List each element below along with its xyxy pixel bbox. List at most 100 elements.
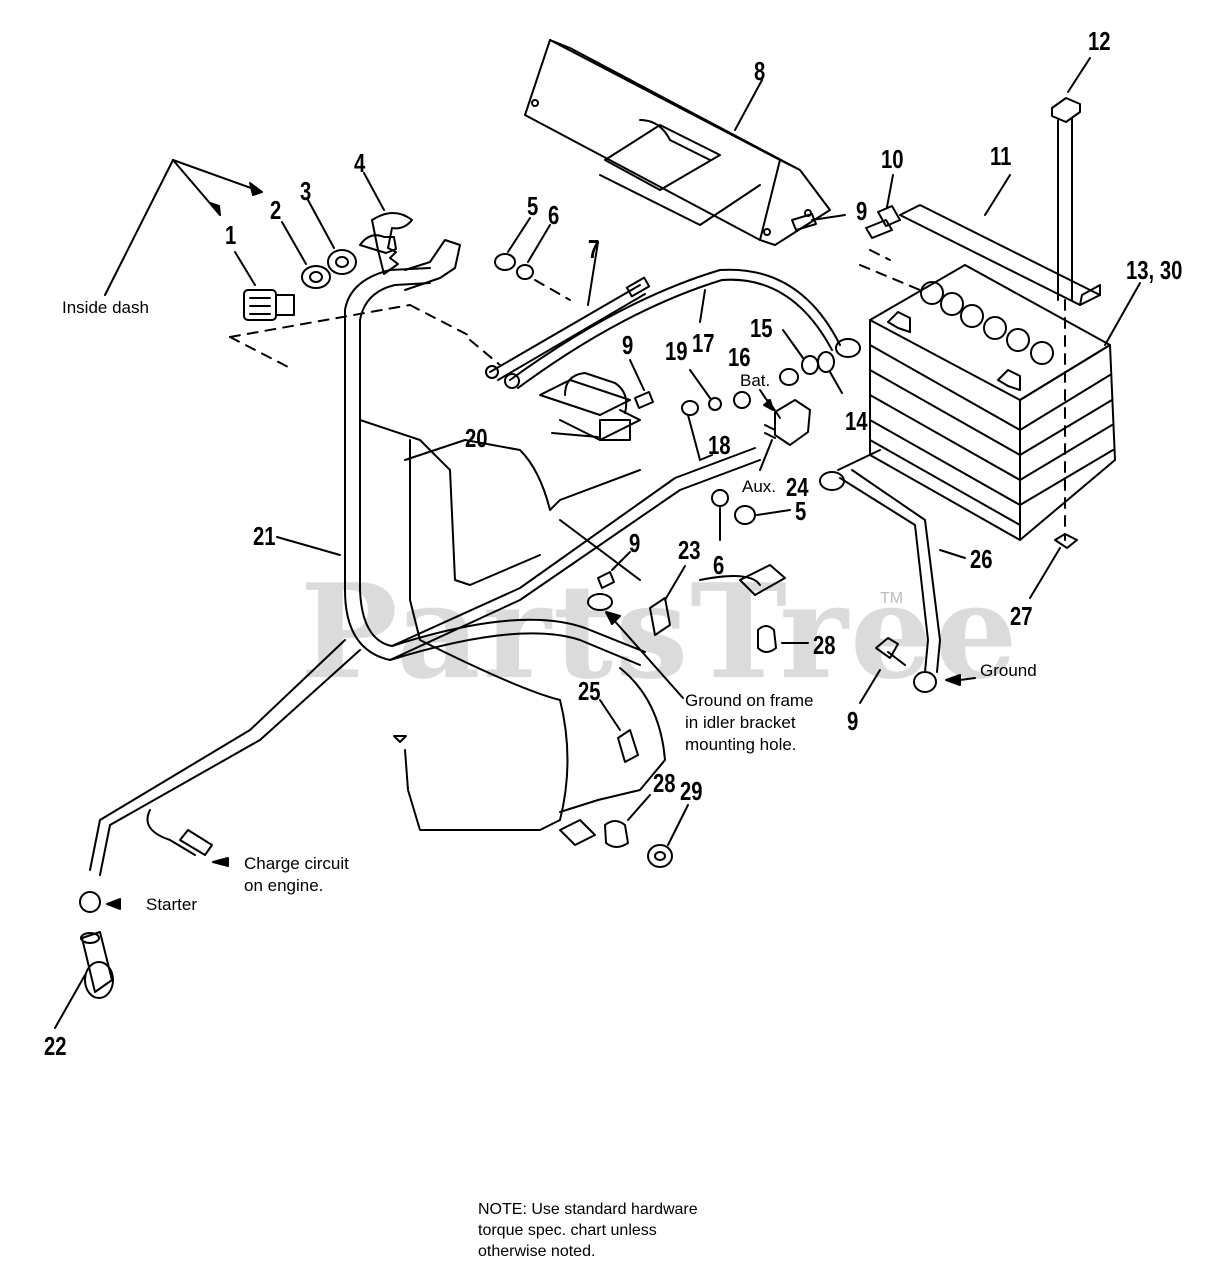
bracket-alignment-lines [859,249,921,291]
inside-dash-leaders [104,159,263,296]
callout-2: 2 [270,195,282,225]
terminal-boot-part-22 [54,931,114,1029]
ignition-switch-part-1 [234,251,295,321]
trademark-mark: TM [880,590,904,607]
wiring-harness-part-21 [89,239,761,876]
mounting-bracket-part-8 [524,39,831,246]
nut-part-18 [733,391,751,409]
callout-28-lower: 28 [653,768,676,798]
callout-9-solenoid: 9 [622,330,634,360]
battery-part-13-30 [869,264,1141,541]
washer-part-2 [281,221,331,289]
callout-26: 26 [970,544,993,574]
label-aux: Aux. [742,477,777,496]
nut-part-16 [779,368,799,386]
callout-16: 16 [728,342,751,372]
screw-part-9-solenoid [629,359,654,409]
ground-on-frame-line-2: in idler bracket [685,713,796,733]
bat-aux-leaders [759,389,774,411]
starter-eyelet [79,891,121,913]
callout-6-top: 6 [548,200,560,230]
clip-part-23 [649,565,686,636]
callout-12: 12 [1088,26,1111,56]
ground-frame-arrow [605,611,684,699]
dash-alignment-lines [229,304,469,369]
torque-note: NOTE: Use standard hardware torque spec.… [478,1200,698,1262]
callout-24: 24 [786,472,809,502]
charge-circuit-connector [146,809,229,867]
screw-part-9-lower [597,551,631,589]
cable-part-17 [504,268,861,389]
clip-part-27 [1029,533,1078,599]
lug-terminal-wire [681,400,713,461]
callout-10: 10 [881,144,904,174]
cable-part-7 [485,241,651,381]
ground-on-frame-line-3: mounting hole. [685,735,797,755]
callout-27: 27 [1010,601,1033,631]
ground-cable-part-26 [819,449,976,693]
solenoid-part-20 [539,372,641,441]
callout-14: 14 [845,406,868,436]
callout-4: 4 [354,148,366,178]
bolt-part-9-top [791,213,846,231]
harness-plug-bottom [559,819,596,846]
washer-part-14 [817,351,843,394]
callout-3: 3 [300,176,312,206]
callout-17: 17 [692,328,715,358]
battery-hold-down-part-11 [899,174,1101,306]
rod-part-12 [1051,57,1091,541]
callout-5-top: 5 [527,191,539,221]
bolt-part-9-right [859,637,906,704]
label-bat: Bat. [740,371,771,390]
label-inside-dash: Inside dash [62,298,149,317]
callout-9-top: 9 [856,196,868,226]
label-ground: Ground [980,661,1037,680]
note-line-3: otherwise noted. [478,1242,596,1260]
callout-6-lower: 6 [713,550,725,580]
callout-9-lower: 9 [629,528,641,558]
charge-circuit-line-2: on engine. [244,876,324,896]
cable-7-alignment [469,279,571,366]
washer-part-15 [782,329,819,375]
nut-part-5-lower [734,505,791,525]
bolt-part-10 [865,174,901,239]
lockwasher-part-19 [689,369,722,411]
nut-part-29 [647,804,689,868]
callout-15: 15 [750,313,773,343]
label-ground-on-frame: Ground on frame in idler bracket mountin… [685,690,814,756]
harness-plug-right [739,564,786,596]
callout-20: 20 [465,423,488,453]
callout-23: 23 [678,535,701,565]
callout-18: 18 [708,430,731,460]
callout-28-upper: 28 [813,630,836,660]
charge-circuit-line-1: Charge circuit [244,854,349,873]
ground-eyelet [587,593,613,611]
note-line-1: NOTE: Use standard hardware [478,1201,698,1218]
callout-5-lower: 5 [795,496,807,526]
callout-7: 7 [588,234,600,264]
label-starter: Starter [146,895,198,914]
washer-part-6-top [516,224,551,280]
callout-13-30: 13, 30 [1126,255,1183,285]
callout-11: 11 [990,141,1012,171]
callout-8: 8 [754,56,766,86]
callout-1: 1 [225,220,237,250]
callout-22: 22 [44,1031,67,1061]
callout-19: 19 [665,336,688,366]
switch-part-28-upper [757,625,809,653]
ground-on-frame-line-1: Ground on frame [685,691,814,710]
note-line-2: torque spec. chart unless [478,1221,657,1239]
callout-25: 25 [578,676,601,706]
label-charge-circuit: Charge circuit on engine. [244,853,349,897]
nut-part-3 [307,199,357,275]
nut-part-5-top [494,217,531,271]
callout-21: 21 [253,521,276,551]
connector-block-part-24 [759,399,811,471]
clip-part-25 [599,699,639,763]
callout-29: 29 [680,776,703,806]
callout-9-right: 9 [847,706,859,736]
key-part-4 [359,172,413,275]
washer-part-6-lower [711,489,729,541]
